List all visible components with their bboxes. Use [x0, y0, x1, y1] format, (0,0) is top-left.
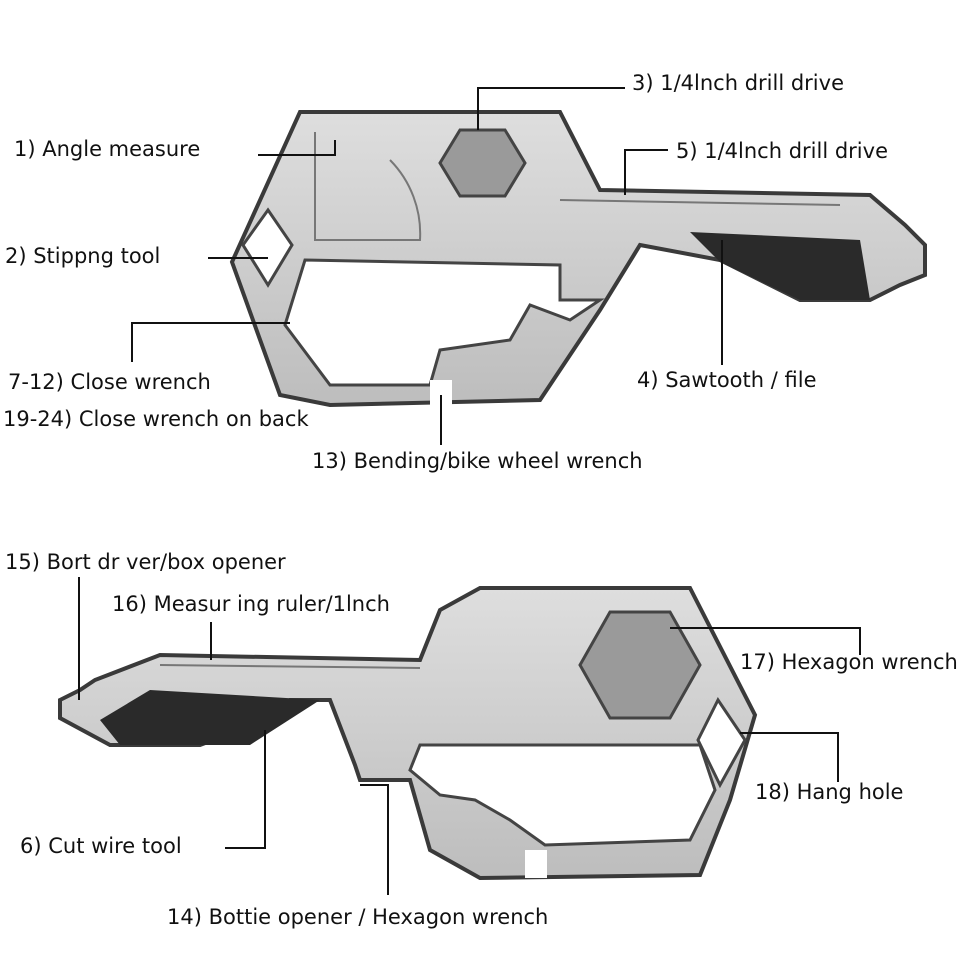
leader-hang: [740, 732, 839, 782]
leader-close: [131, 322, 290, 362]
bottom-hang-hole: [696, 697, 747, 789]
top-angle-scale: [314, 132, 422, 241]
bottom-ruler-line: [159, 664, 421, 669]
bottom-wrench-opening: [408, 743, 717, 847]
leader-drill5: [624, 149, 668, 195]
label-drill-drive-3: 3) 1/4lnch drill drive: [632, 71, 844, 95]
label-drill-drive-5: 5) 1/4lnch drill drive: [676, 139, 888, 163]
leader-drill3: [477, 87, 625, 130]
top-key: [229, 110, 927, 408]
leader-cutwire: [225, 730, 266, 849]
label-hexagon-wrench: 17) Hexagon wrench: [740, 650, 958, 674]
top-wrench-opening: [283, 258, 605, 387]
label-bending-wrench: 13) Bending/bike wheel wrench: [312, 449, 643, 473]
label-bottle-opener: 14) Bottie opener / Hexagon wrench: [167, 905, 549, 929]
leader-hex: [670, 627, 861, 655]
label-hang-hole: 18) Hang hole: [755, 780, 904, 804]
bottom-hex-wrench: [578, 610, 702, 720]
leader-angle: [258, 140, 336, 156]
label-cut-wire: 6) Cut wire tool: [20, 834, 182, 858]
label-ruler: 16) Measur ing ruler/1lnch: [112, 592, 390, 616]
top-key-file-teeth: [690, 232, 870, 300]
label-angle-measure: 1) Angle measure: [14, 137, 201, 161]
label-close-wrench: 7-12) Close wrench: [8, 370, 211, 394]
top-wheel-slot: [430, 380, 452, 406]
top-strip-hole: [241, 207, 294, 288]
label-close-wrench-back: 19-24) Close wrench on back: [3, 407, 309, 431]
leader-bottle: [360, 784, 389, 895]
bottom-key: [58, 586, 758, 881]
label-screwdriver: 15) Bort dr ver/box opener: [5, 550, 286, 574]
label-stripping-tool: 2) Stippng tool: [5, 244, 161, 268]
top-hex-drive: [438, 128, 527, 198]
leader-lines: [78, 87, 861, 895]
top-ruler-line: [559, 199, 841, 206]
bottom-slot: [525, 850, 547, 878]
label-sawtooth: 4) Sawtooth / file: [637, 368, 817, 392]
